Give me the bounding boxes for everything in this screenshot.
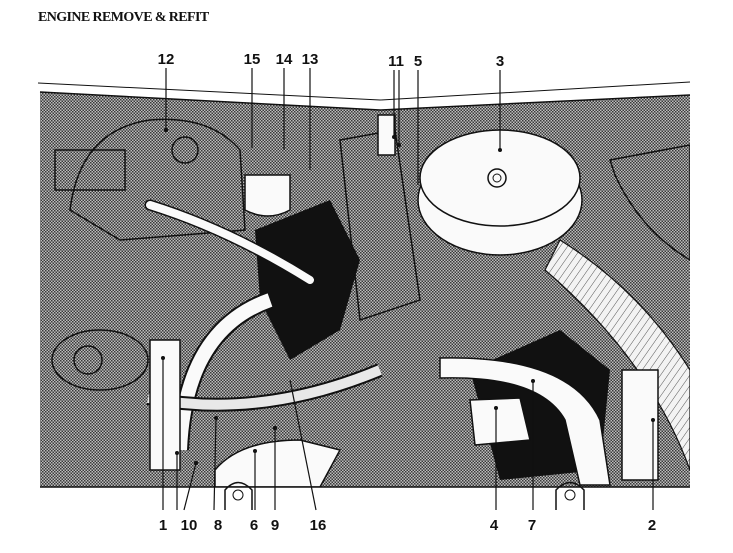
callout-8: 8: [213, 416, 222, 534]
mounting-lug-left: [224, 481, 253, 510]
page-title: ENGINE REMOVE & REFIT: [38, 10, 209, 25]
svg-text:1: 1: [159, 517, 167, 534]
radiator-top-hose: [439, 357, 611, 486]
callout-1: 1: [159, 356, 167, 534]
callout-2: 2: [648, 418, 656, 534]
callout-14: 14: [276, 51, 293, 150]
svg-text:3: 3: [496, 53, 504, 70]
air-cleaner-wingnut: [487, 168, 507, 188]
svg-text:7: 7: [528, 517, 536, 534]
callout-4: 4: [490, 406, 499, 534]
callout-12: 12: [158, 51, 175, 132]
intake-hose: [544, 239, 690, 471]
engine-bay-outline: [39, 91, 691, 111]
svg-text:8: 8: [214, 517, 222, 534]
callout-11: 11: [388, 53, 404, 147]
svg-text:5: 5: [414, 53, 422, 70]
svg-text:10: 10: [181, 517, 198, 534]
radiator: [621, 369, 659, 481]
svg-text:6: 6: [250, 517, 258, 534]
svg-text:16: 16: [310, 517, 327, 534]
brake-servo: [69, 118, 246, 241]
svg-text:2: 2: [648, 517, 656, 534]
callout-3: 3: [496, 53, 504, 152]
svg-text:13: 13: [302, 51, 319, 68]
master-cylinder: [54, 149, 126, 191]
expansion-tank-cap: [73, 345, 103, 375]
pipe-11: [377, 114, 396, 156]
engine-bay-background: [40, 92, 690, 487]
callout-13: 13: [302, 51, 319, 170]
callout-15: 15: [244, 51, 261, 148]
callout-5: 5: [414, 53, 422, 185]
callout-7: 7: [528, 379, 536, 534]
svg-text:11: 11: [388, 53, 404, 70]
callout-6: 6: [250, 449, 258, 534]
mounting-lug-right: [555, 481, 585, 510]
callout-16: 16: [289, 379, 327, 534]
svg-text:9: 9: [271, 517, 279, 534]
expansion-tank: [51, 329, 149, 391]
callout-9: 9: [271, 426, 279, 534]
svg-text:12: 12: [158, 51, 175, 68]
bonnet-edge-line: [37, 81, 691, 101]
svg-text:14: 14: [276, 51, 293, 68]
rocker-cover: [339, 129, 421, 322]
fan-pulley: [469, 397, 531, 446]
fluid-reservoir-cap: [171, 136, 199, 164]
svg-text:4: 4: [490, 517, 499, 534]
callout-10: 10: [175, 451, 198, 534]
ignition-coil: [244, 174, 291, 217]
svg-text:15: 15: [244, 51, 261, 68]
radiator-shroud-left: [149, 339, 181, 471]
inner-wing-panel: [609, 144, 690, 262]
